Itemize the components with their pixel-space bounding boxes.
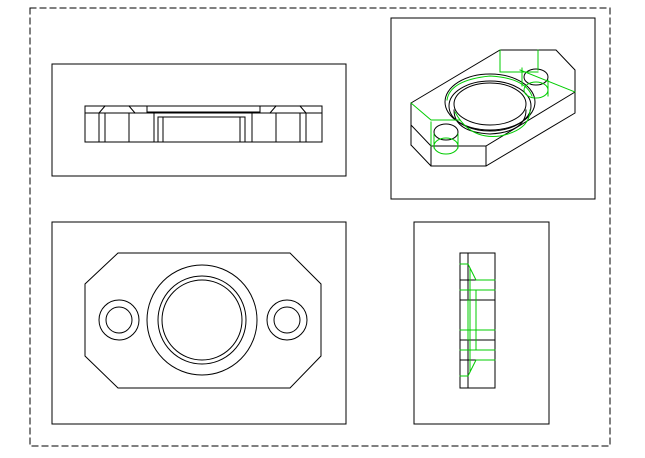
side-view bbox=[413, 221, 550, 425]
top-view-frame bbox=[51, 63, 347, 177]
front-view-frame bbox=[51, 221, 347, 425]
isometric-view-frame bbox=[390, 17, 596, 200]
top-view bbox=[51, 63, 347, 177]
isometric-part bbox=[410, 49, 576, 167]
front-view-part bbox=[84, 252, 322, 389]
isometric-view bbox=[390, 17, 596, 200]
sheet-border bbox=[29, 7, 611, 447]
side-view-part bbox=[459, 252, 496, 389]
front-view bbox=[51, 221, 347, 425]
side-view-frame bbox=[413, 221, 550, 425]
top-view-part bbox=[84, 105, 323, 143]
